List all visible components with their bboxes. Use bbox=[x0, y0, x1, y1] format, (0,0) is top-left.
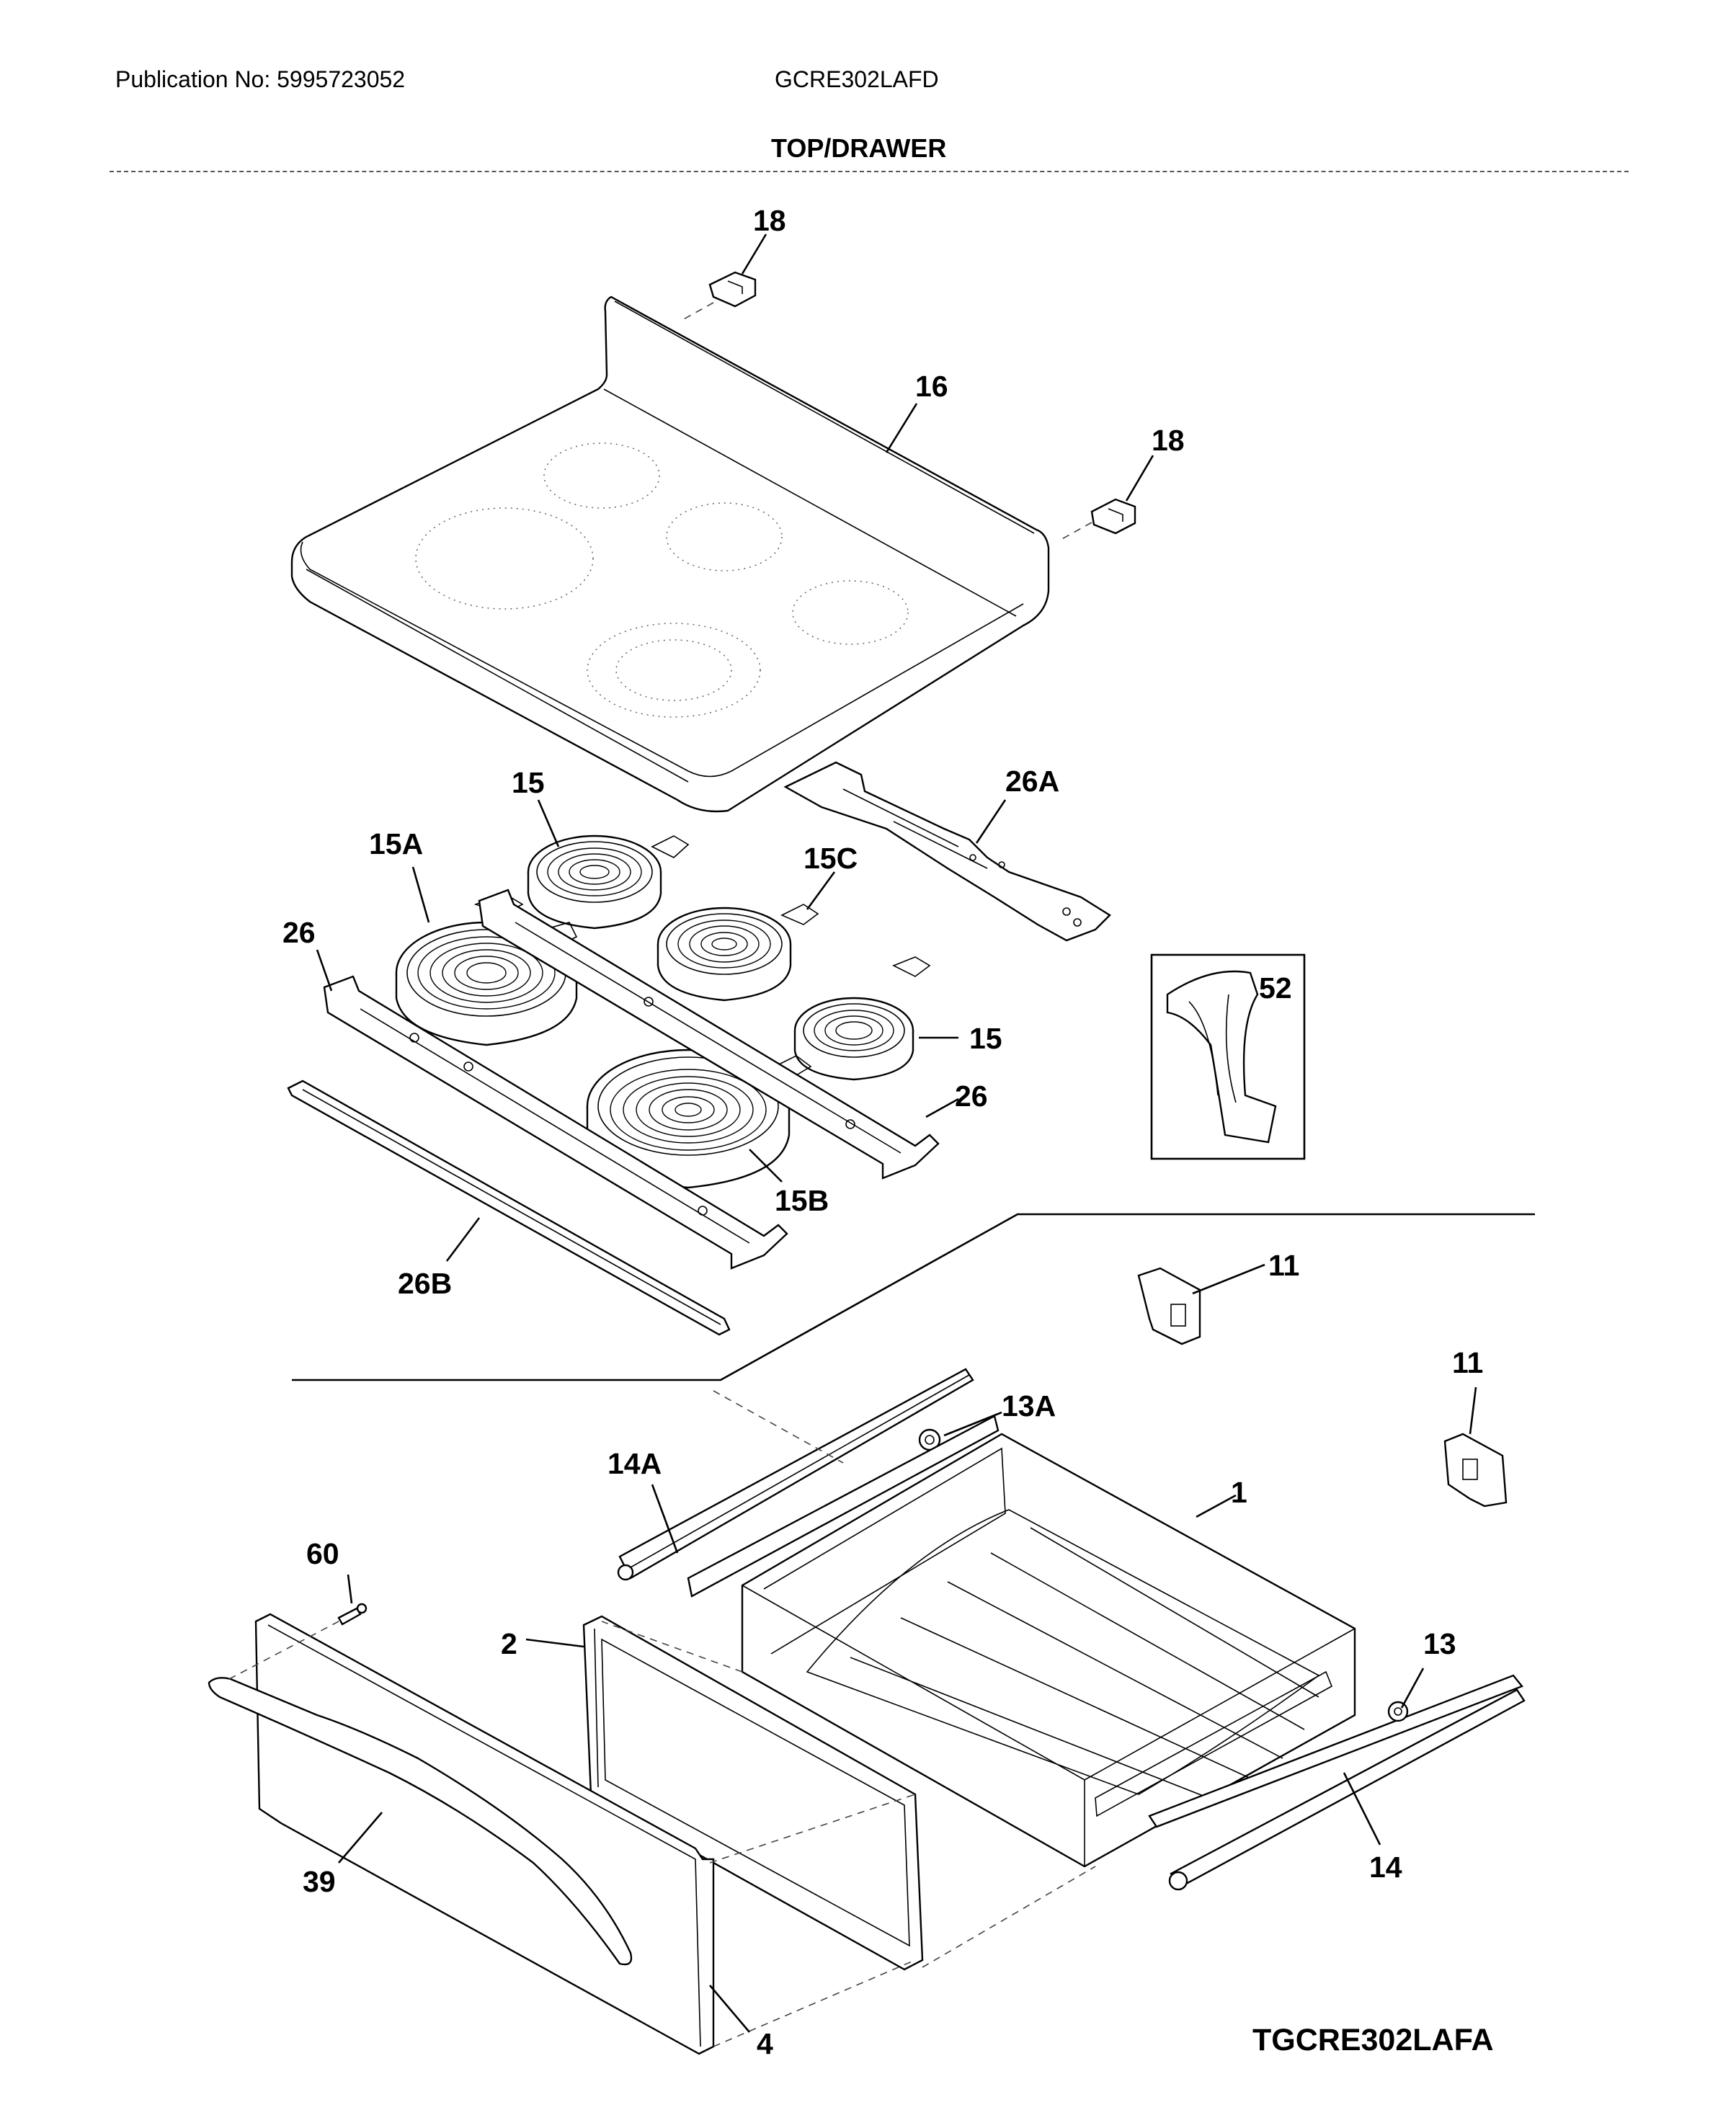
rear-bracket-right bbox=[1090, 498, 1136, 535]
callout-18-right: 18 bbox=[1152, 424, 1185, 457]
drawer-glide-bracket-right bbox=[1443, 1433, 1508, 1508]
glide-roller-right bbox=[1387, 1701, 1409, 1722]
callout-4: 4 bbox=[757, 2027, 773, 2060]
callout-15A: 15A bbox=[369, 827, 423, 860]
element-support-channel-front bbox=[323, 975, 788, 1270]
assembly-guide-lines bbox=[228, 1390, 1096, 2047]
callout-15C: 15C bbox=[804, 842, 858, 875]
diagram-code: TGCRE302LAFA bbox=[1252, 2023, 1494, 2057]
callout-52: 52 bbox=[1259, 971, 1292, 1005]
callout-1: 1 bbox=[1231, 1476, 1247, 1509]
leader-lines bbox=[316, 233, 1477, 2033]
callout-16: 16 bbox=[915, 370, 948, 403]
callout-26-left: 26 bbox=[282, 916, 316, 949]
publication-number: Publication No: 5995723052 bbox=[115, 66, 406, 92]
callout-13A: 13A bbox=[1002, 1389, 1056, 1423]
element-support-channel-rear bbox=[478, 889, 940, 1180]
callout-2: 2 bbox=[501, 1627, 517, 1660]
kit-52-frame bbox=[1150, 953, 1306, 1160]
callout-15B: 15B bbox=[775, 1184, 829, 1217]
drawer-front-panel bbox=[254, 1613, 715, 2055]
callout-14: 14 bbox=[1369, 1851, 1402, 1884]
surface-element-rear-left bbox=[527, 834, 690, 930]
front-trim-strip bbox=[287, 1079, 731, 1336]
callout-15-right: 15 bbox=[969, 1022, 1002, 1055]
screw bbox=[337, 1603, 368, 1626]
callout-11-left: 11 bbox=[1268, 1249, 1299, 1282]
callout-60: 60 bbox=[306, 1537, 339, 1570]
callout-14A: 14A bbox=[607, 1447, 662, 1480]
callout-26A: 26A bbox=[1005, 765, 1059, 798]
rear-bracket-left bbox=[708, 271, 757, 308]
callout-18-left: 18 bbox=[753, 204, 786, 237]
drawer-glide-right bbox=[1148, 1674, 1526, 1891]
drawer-glide-inner-left bbox=[687, 1415, 1000, 1598]
drawer-glide-bracket-left bbox=[1137, 1267, 1201, 1345]
callout-26B: 26B bbox=[398, 1267, 452, 1300]
drawer-body bbox=[741, 1433, 1356, 1868]
kit-52-part bbox=[1166, 970, 1277, 1144]
surface-element-center bbox=[656, 904, 819, 1002]
callout-26-right: 26 bbox=[955, 1079, 988, 1113]
callout-13: 13 bbox=[1423, 1627, 1456, 1660]
model-number: GCRE302LAFD bbox=[775, 66, 939, 92]
header-divider bbox=[110, 171, 1629, 172]
callout-labels: 18 16 18 26A 15 15A 15C 26 52 15 26 15B … bbox=[282, 204, 1483, 2060]
callout-15-top: 15 bbox=[512, 766, 545, 799]
section-divider bbox=[292, 1213, 1535, 1381]
callout-39: 39 bbox=[303, 1865, 336, 1898]
callout-11-right: 11 bbox=[1452, 1346, 1483, 1379]
section-title: TOP/DRAWER bbox=[771, 133, 947, 163]
drawer-glide-left bbox=[617, 1368, 974, 1581]
drawer-handle bbox=[208, 1677, 633, 1966]
surface-element-right-small bbox=[793, 956, 931, 1081]
cooktop-glass-top bbox=[290, 295, 1050, 813]
terminal-block-bracket bbox=[783, 761, 1111, 942]
